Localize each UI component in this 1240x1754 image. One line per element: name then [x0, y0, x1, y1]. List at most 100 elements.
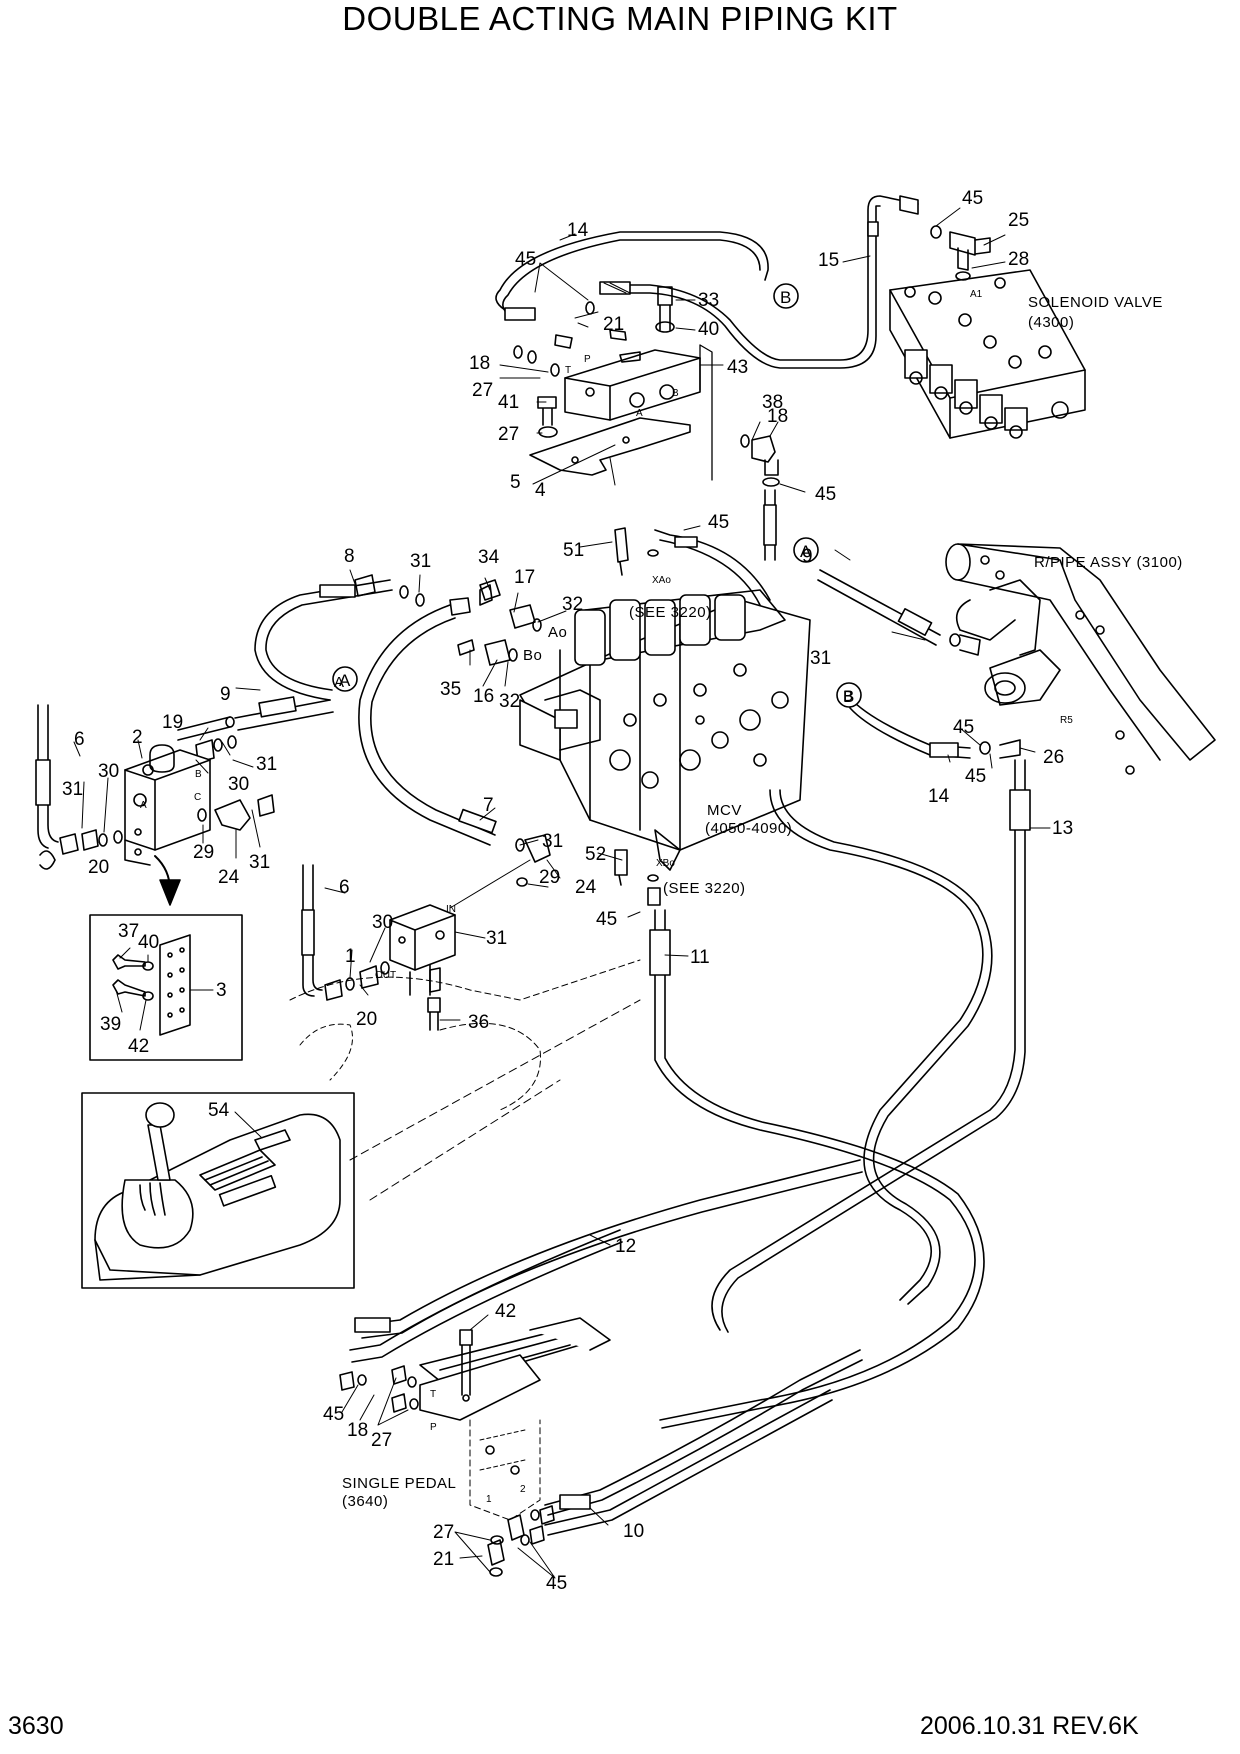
- part-number-label: 2: [132, 727, 143, 748]
- part-number-label: 31: [62, 779, 83, 800]
- port-a-block: A: [636, 408, 643, 419]
- part-number-label: 34: [478, 547, 500, 568]
- part-number-label: 45: [596, 909, 617, 930]
- part-number-label: 16: [473, 686, 494, 707]
- port-pedal-p: P: [430, 1422, 437, 1433]
- port-xao: XAo: [652, 575, 671, 586]
- part-number-label: 36: [468, 1012, 489, 1033]
- part-number-label: 31: [256, 754, 277, 775]
- hose-14-top: [495, 231, 769, 311]
- part-number-label: 45: [965, 766, 986, 787]
- note-single-pedal: SINGLE PEDAL: [342, 1475, 456, 1492]
- part-number-label: 45: [515, 249, 536, 270]
- leader-lines: [73, 207, 1051, 1579]
- port-a1: A1: [970, 289, 983, 300]
- part-number-label: 24: [218, 867, 240, 888]
- note-r-pipe-assy: R/PIPE ASSY (3100): [1034, 554, 1183, 571]
- part-number-label: 21: [433, 1549, 454, 1570]
- page-title: DOUBLE ACTING MAIN PIPING KIT: [342, 0, 898, 37]
- part-number-label: 6: [339, 877, 350, 898]
- hose-7: [358, 604, 496, 846]
- hose-8: [254, 579, 393, 701]
- part-number-label: 5: [510, 472, 521, 493]
- valve-block: [529, 344, 713, 481]
- part-number-label: 21: [603, 314, 624, 335]
- part-number-label: 51: [563, 540, 584, 561]
- part-number-label: 7: [483, 795, 494, 816]
- part-number-label: 19: [162, 712, 183, 733]
- part-number-label: A: [334, 674, 345, 691]
- part-number-label: 30: [228, 774, 249, 795]
- part-number-label: 4: [535, 480, 546, 501]
- connector-b-right: [836, 682, 862, 708]
- part-number-label: 28: [1008, 249, 1029, 270]
- part-number-label: 45: [815, 484, 836, 505]
- part-number-label: 12: [615, 1236, 636, 1257]
- valve-2: [124, 744, 211, 866]
- part-number-label: 26: [1043, 747, 1064, 768]
- hose-6-left: [37, 704, 59, 849]
- port-b-block: B: [672, 388, 679, 399]
- page-number: 3630: [8, 1712, 64, 1740]
- part-number-label: 42: [495, 1301, 516, 1322]
- connector-a-left-label: A: [339, 671, 351, 690]
- part-number-label: 6: [74, 729, 85, 750]
- port-b-valve2: B: [195, 769, 202, 780]
- part-number-label: 31: [410, 551, 431, 572]
- part-number-label: 27: [498, 424, 519, 445]
- part-number-label: 3: [216, 980, 227, 1001]
- valve-1: [389, 904, 456, 996]
- port-p: P: [584, 354, 591, 365]
- part-number-label: 38: [762, 392, 783, 413]
- part-number-label: 30: [98, 761, 119, 782]
- part-number-label: 14: [928, 786, 950, 807]
- note-see-3220-bottom: (SEE 3220): [663, 880, 746, 897]
- part-number-label: 17: [514, 567, 535, 588]
- part-number-label: 52: [585, 844, 606, 865]
- port-pedal-2: 2: [520, 1484, 526, 1495]
- part-number-label: 20: [88, 857, 109, 878]
- hose-13: [711, 759, 1026, 1333]
- note-single-pedal-ref: (3640): [342, 1493, 388, 1510]
- hose-15: [614, 195, 919, 361]
- part-number-label: 27: [433, 1522, 454, 1543]
- port-out: OUT: [375, 970, 396, 981]
- part-number-label: 10: [623, 1521, 644, 1542]
- plate-3: [112, 934, 191, 1036]
- part-number-label: 40: [698, 319, 719, 340]
- detail-box-joystick: [81, 1092, 355, 1289]
- part-number-label: 45: [953, 717, 974, 738]
- note-see-3220-top: (SEE 3220): [629, 604, 712, 621]
- hose-10: [544, 1349, 863, 1516]
- part-number-label: 18: [469, 353, 490, 374]
- note-solenoid-valve-ref: (4300): [1028, 314, 1074, 331]
- part-number-label: 32: [499, 691, 520, 712]
- part-number-label: 42: [128, 1036, 149, 1057]
- connector-b-top: [773, 283, 799, 309]
- part-number-label: 35: [440, 679, 461, 700]
- single-pedal: [419, 1317, 611, 1521]
- port-xbo: XBo: [656, 858, 675, 869]
- part-number-label: 14: [567, 220, 589, 241]
- port-c-valve2: C: [194, 792, 201, 803]
- part-number-label: B: [843, 688, 854, 705]
- port-r5: R5: [1060, 715, 1073, 726]
- part-number-label: 20: [356, 1009, 377, 1030]
- note-mcv-ref: (4050-4090): [705, 820, 792, 837]
- part-number-label: Bo: [523, 647, 542, 664]
- mcv-main-control-valve: [519, 589, 811, 871]
- part-number-label: 29: [539, 867, 560, 888]
- part-number-label: 37: [118, 921, 139, 942]
- part-number-label: 32: [562, 594, 583, 615]
- connector-b-right-label: B: [843, 687, 854, 706]
- part-number-label: 18: [347, 1420, 368, 1441]
- part-number-label: 11: [690, 947, 710, 968]
- part-number-label: 31: [249, 852, 270, 873]
- connector-a-right-label: A: [800, 542, 812, 561]
- part-number-label: 31: [810, 648, 831, 669]
- connector-b-top-label: B: [780, 288, 791, 307]
- part-number-label: 33: [698, 290, 719, 311]
- part-number-label: 31: [542, 831, 563, 852]
